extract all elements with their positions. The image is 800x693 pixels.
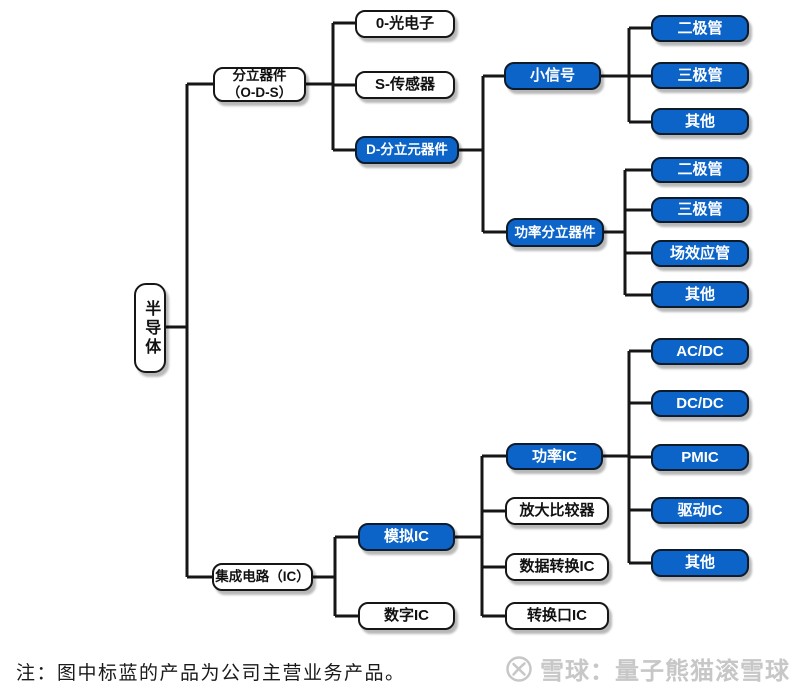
connector-power-discrete-children xyxy=(604,168,651,297)
node-power-discrete-other: 其他 xyxy=(651,281,749,308)
connector-ods-children xyxy=(306,21,357,152)
node-discrete-ods-line2: （O-D-S） xyxy=(226,84,293,100)
node-power-discrete-transistor: 三极管 xyxy=(651,197,749,223)
node-small-signal-diode: 二极管 xyxy=(651,15,749,42)
node-small-signal-other: 其他 xyxy=(651,108,749,135)
node-d-discrete-components: D-分立元器件 xyxy=(355,136,459,164)
connector-d-discrete-children xyxy=(459,74,506,234)
node-analog-ic: 模拟IC xyxy=(358,523,455,551)
watermark: 雪球：量子熊猫滚雪球 xyxy=(505,651,790,686)
node-power-discrete: 功率分立器件 xyxy=(506,218,604,247)
node-power-ic-other: 其他 xyxy=(651,549,749,577)
node-small-signal-transistor: 三极管 xyxy=(651,62,749,89)
xueqiu-snowball-logo-icon xyxy=(506,655,532,682)
node-driver-ic: 驱动IC xyxy=(651,497,749,524)
node-acdc: AC/DC xyxy=(651,338,749,365)
node-data-conversion-ic: 数据转换IC xyxy=(505,553,609,581)
node-power-discrete-mosfet: 场效应管 xyxy=(651,240,749,267)
node-power-discrete-diode: 二极管 xyxy=(651,157,749,183)
node-small-signal: 小信号 xyxy=(504,62,601,90)
note-text: 注：图中标蓝的产品为公司主营业务产品。 xyxy=(16,663,406,684)
node-interface-ic: 转换口IC xyxy=(505,602,609,630)
node-amp-comparator: 放大比较器 xyxy=(505,497,609,525)
connector-analog-children xyxy=(455,454,506,618)
node-discrete-ods: 分立器件 （O-D-S） xyxy=(213,67,306,102)
connector-ic-children xyxy=(313,535,358,618)
node-pmic: PMIC xyxy=(651,444,749,471)
node-semiconductor: 半导体 xyxy=(134,283,166,373)
node-discrete-ods-line1: 分立器件 xyxy=(232,68,287,84)
connector-small-signal-children xyxy=(601,26,651,124)
node-digital-ic: 数字IC xyxy=(358,602,455,630)
node-sensor: S-传感器 xyxy=(355,71,455,99)
node-integrated-circuit: 集成电路（IC） xyxy=(212,563,313,591)
node-dcdc: DC/DC xyxy=(651,390,749,417)
connector-power-ic-children xyxy=(603,349,651,565)
connector-trunk xyxy=(165,82,213,579)
watermark-text: 雪球：量子熊猫滚雪球 xyxy=(540,658,790,685)
node-power-ic: 功率IC xyxy=(506,443,603,470)
node-optoelectronics: 0-光电子 xyxy=(355,10,455,38)
